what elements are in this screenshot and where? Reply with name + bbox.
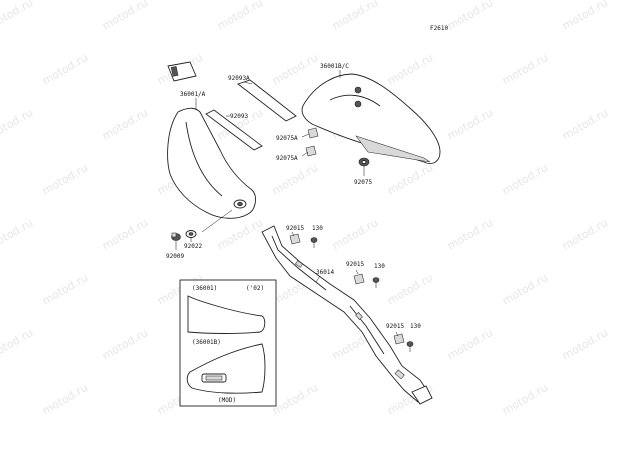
- bolt-92009: [171, 232, 181, 241]
- tag-plate-part: [167, 61, 197, 82]
- callout-92075: 92075: [354, 179, 372, 186]
- bolt-130-3: [406, 341, 414, 352]
- callout-130-3: 130: [410, 323, 421, 330]
- bolt-130-1: [310, 237, 318, 248]
- bolt-130-2: [372, 277, 380, 288]
- callout-92022: 92022: [184, 243, 202, 250]
- clip-92015-3: [393, 333, 405, 345]
- inset-code-36001: (36001): [192, 285, 217, 292]
- callout-36001bc: 36001B/C: [320, 63, 349, 70]
- callout-92093a: 92093A: [228, 75, 250, 82]
- inset-code-36001b: (36001B): [192, 339, 221, 346]
- callout-92075a-lower: 92075A: [276, 155, 298, 162]
- callout-92075a-upper: 92075A: [276, 135, 298, 142]
- clip-92015-2: [353, 273, 365, 285]
- callout-130-1: 130: [312, 225, 323, 232]
- side-cover-left: [167, 107, 256, 219]
- inset-code-year: ('02): [246, 285, 264, 292]
- clip-92075a-upper: [307, 127, 319, 139]
- inset-cover-36001b: [186, 343, 266, 394]
- bracket-36014: [261, 225, 433, 405]
- diagram-ref-code: F2610: [430, 25, 448, 32]
- clip-92015-1: [289, 233, 301, 245]
- side-cover-right: [301, 73, 441, 164]
- leader-lines: [175, 70, 399, 337]
- clip-92075a-lower: [305, 145, 317, 157]
- callout-36001a: 36001/A: [180, 91, 206, 98]
- callout-92015-2: 92015: [346, 261, 364, 268]
- callout-92009: 92009: [166, 253, 184, 260]
- callout-92015-3: 92015: [386, 323, 404, 330]
- callout-36014: 36014: [316, 269, 334, 276]
- variant-inset-box: (36001) ('02) (36001B) (MOD): [179, 279, 277, 407]
- callout-92015-1: 92015: [286, 225, 304, 232]
- callout-92093: 92093: [230, 113, 248, 120]
- inset-code-mod: (MOD): [218, 397, 236, 404]
- inset-cover-36001: [187, 295, 266, 334]
- grommet-92075: [358, 157, 370, 167]
- trim-strip-92093a: [237, 79, 297, 122]
- grommet-92022: [185, 230, 197, 238]
- trim-strip-92093: [205, 109, 263, 151]
- callout-130-2: 130: [374, 263, 385, 270]
